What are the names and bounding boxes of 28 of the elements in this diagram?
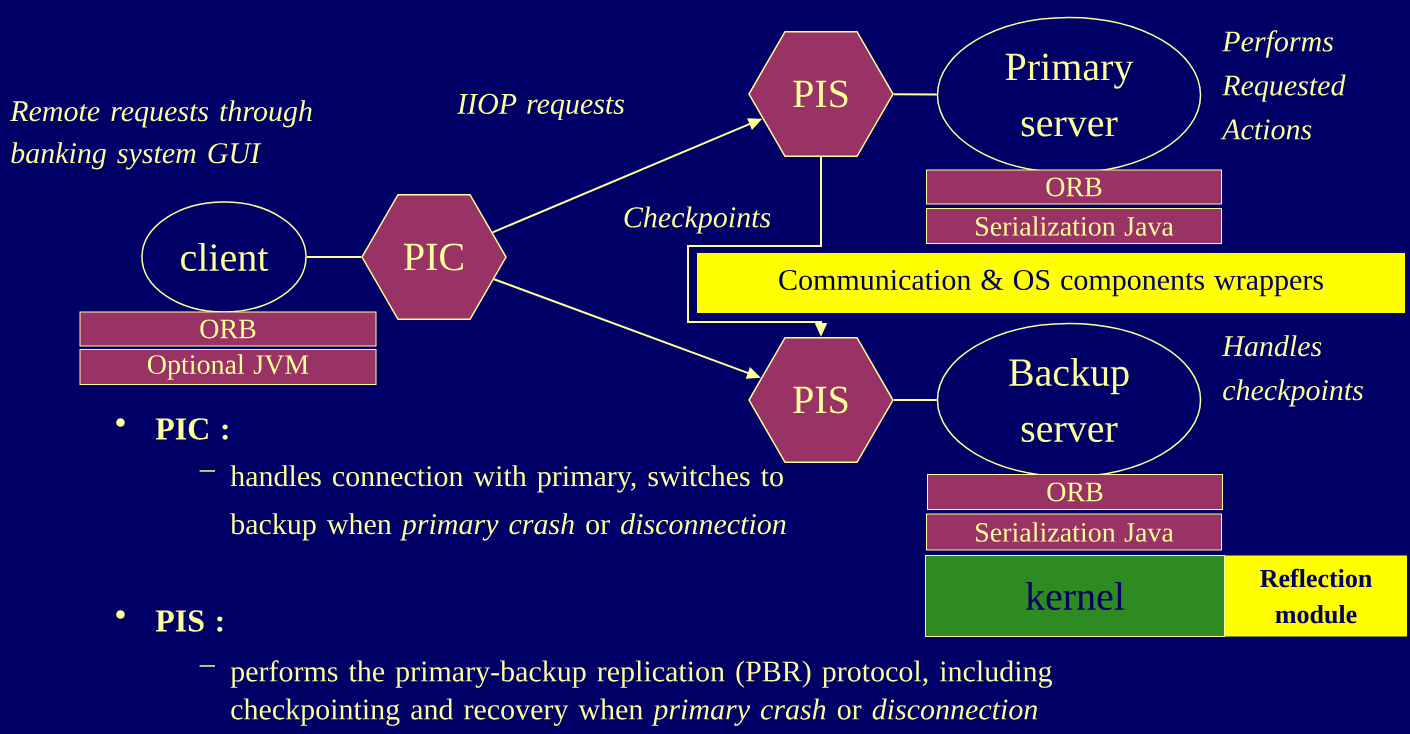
edge-label: Checkpoints (624, 206, 771, 234)
layer-box: Optional JVM (79, 349, 377, 385)
bullet: • (116, 610, 125, 619)
connector (892, 93, 938, 96)
kernel-box: kernel (925, 555, 1225, 637)
bullet-text: handles connection with primary, switches to backup when primary crash or disconnection (230, 465, 786, 541)
note-text: Remote requests through banking system GUI (10, 100, 312, 170)
wrapper-box: Communication & OS components wrappers (697, 253, 1405, 313)
connector (892, 399, 938, 401)
bullet-heading: PIC : (155, 418, 228, 440)
layer-box: ORB (926, 169, 1222, 205)
hexagon: PIC (361, 193, 507, 321)
connector (305, 256, 363, 258)
edge-label: IIOP requests (456, 93, 625, 121)
bullet-text: performs the primary-backup replication (PBR) protocol, including checkpointing and recovery when primary crash or disconnection (230, 660, 1052, 726)
layer-box: ORB (79, 311, 377, 347)
dash: – (199, 470, 215, 472)
side-note: Handles checkpoints (1221, 335, 1363, 407)
bullet: • (116, 418, 125, 427)
hexagon: PIS (748, 30, 894, 158)
bullet-heading: PIS : (155, 610, 223, 632)
module-box: Reflection module (1225, 555, 1407, 637)
layer-box: ORB (927, 474, 1223, 510)
layer-box: Serialization Java (926, 513, 1222, 551)
hexagon: PIS (748, 336, 894, 464)
side-note: Performs Requested Actions (1220, 30, 1346, 140)
dash: – (199, 665, 215, 667)
layer-box: Serialization Java (926, 208, 1222, 244)
